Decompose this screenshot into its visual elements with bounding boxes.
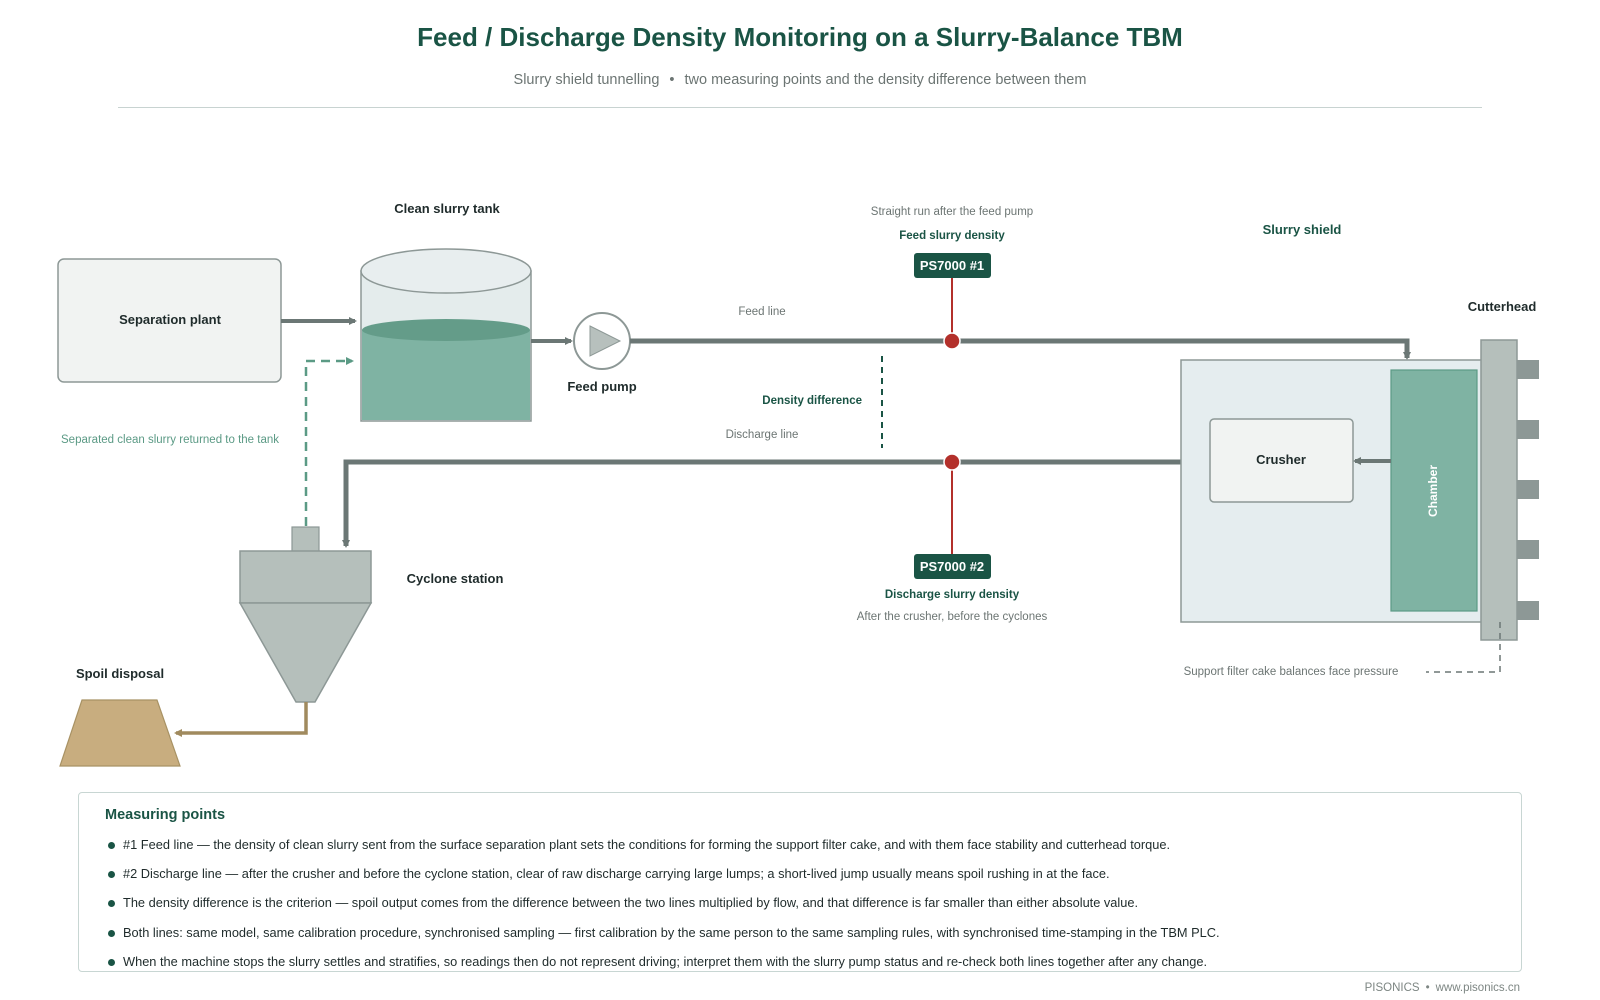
- subtitle-right: two measuring points and the density dif…: [684, 72, 1087, 88]
- cyclone-station-label: Cyclone station: [407, 571, 504, 586]
- feed-line-label: Feed line: [738, 306, 785, 318]
- sensor-1-badge: [914, 253, 991, 278]
- crusher-label: Crusher: [1256, 452, 1306, 467]
- sensor-2-note: After the crusher, before the cyclones: [857, 611, 1048, 623]
- list-item-text: The density difference is the criterion …: [123, 895, 1139, 911]
- filter-cake-leader: [1426, 622, 1501, 673]
- cutterhead-label: Cutterhead: [1468, 299, 1537, 314]
- feed-line-pipe: [630, 338, 1411, 360]
- discharge-line-pipe: [342, 459, 1212, 548]
- separation-plant-label: Separation plant: [119, 312, 222, 327]
- bullet-icon: [108, 958, 115, 966]
- list-item: The density difference is the criterion …: [105, 895, 1505, 924]
- cyclone-to-spoil-path: [174, 702, 308, 737]
- list-item-text: Both lines: same model, same calibration…: [123, 924, 1220, 940]
- feed-pump-label: Feed pump: [567, 379, 636, 394]
- sensor-2: PS7000 #2 Discharge slurry density After…: [857, 453, 1048, 623]
- cyclone-station: Cyclone station: [238, 526, 504, 703]
- sensor-2-badge-text: PS7000 #2: [920, 559, 984, 574]
- measuring-points-list: #1 Feed line — the density of clean slur…: [105, 837, 1505, 983]
- feed-pump: Feed pump: [567, 312, 637, 394]
- pump-triangle-icon: [589, 325, 622, 357]
- chamber: Chamber: [1390, 369, 1478, 612]
- sensor-2-caption: Discharge slurry density: [885, 589, 1020, 601]
- list-item-text: #1 Feed line — the density of clean slur…: [123, 837, 1171, 852]
- sensor-1-point: [943, 332, 961, 350]
- list-item-text: When the machine stops the slurry settle…: [123, 953, 1208, 969]
- sensor-2-badge: [914, 554, 991, 579]
- list-item: When the machine stops the slurry settle…: [105, 954, 1505, 983]
- list-item: #2 Discharge line — after the crusher an…: [105, 866, 1505, 895]
- separation-plant: Separation plant: [57, 258, 282, 383]
- spoil-heap: [59, 699, 181, 767]
- list-item-text: #2 Discharge line — after the crusher an…: [123, 866, 1110, 882]
- spoil-disposal: Spoil disposal: [59, 666, 181, 767]
- measuring-points-panel: Measuring points #1 Feed line — the dens…: [78, 792, 1522, 972]
- return-note: Separated clean slurry returned to the t…: [61, 434, 279, 446]
- footer-url[interactable]: www.pisonics.cn: [1435, 982, 1520, 994]
- tank-slurry-level: [362, 330, 530, 420]
- footer-brand: PISONICS: [1364, 982, 1420, 994]
- spoil-disposal-label: Spoil disposal: [76, 666, 164, 681]
- subtitle-left: Slurry shield tunnelling: [513, 72, 660, 88]
- page-subtitle: Slurry shield tunnelling • two measuring p…: [0, 72, 1600, 88]
- crusher: Crusher: [1209, 418, 1354, 503]
- sensor-1-caption: Feed slurry density: [899, 230, 1005, 242]
- page-title: Feed / Discharge Density Monitoring on a…: [417, 22, 1183, 52]
- bullet-icon: [108, 871, 115, 879]
- list-item: Both lines: same model, same calibration…: [105, 925, 1505, 954]
- subtitle-separator: •: [669, 72, 675, 88]
- slurry-shield: Slurry shield Crusher Chamber Cutterhead…: [1180, 222, 1539, 678]
- density-difference-label: Density difference: [762, 395, 862, 407]
- bullet-icon: [108, 900, 115, 908]
- discharge-line-label: Discharge line: [726, 429, 799, 441]
- return-path: [304, 357, 354, 526]
- chamber-label: Chamber: [1426, 465, 1440, 517]
- sensor-1-badge-text: PS7000 #1: [920, 258, 984, 273]
- footer: PISONICS • www.pisonics.cn: [1365, 982, 1520, 994]
- list-item: #1 Feed line — the density of clean slur…: [105, 837, 1505, 866]
- measuring-points-title: Measuring points: [105, 807, 226, 823]
- sensor-2-point: [943, 453, 961, 471]
- clean-slurry-tank-label: Clean slurry tank: [394, 201, 500, 216]
- bullet-icon: [108, 929, 115, 937]
- slurry-shield-label: Slurry shield: [1263, 222, 1342, 237]
- cutterhead: Cutterhead: [1468, 299, 1539, 641]
- sensor-1: Straight run after the feed pump Feed sl…: [871, 206, 1033, 350]
- clean-slurry-tank: Clean slurry tank: [360, 201, 532, 422]
- sensor-1-note: Straight run after the feed pump: [871, 206, 1033, 218]
- footer-separator: •: [1425, 982, 1430, 994]
- header-divider: [118, 107, 1482, 108]
- bullet-icon: [108, 842, 115, 849]
- filter-cake-note: Support filter cake balances face pressu…: [1184, 666, 1399, 678]
